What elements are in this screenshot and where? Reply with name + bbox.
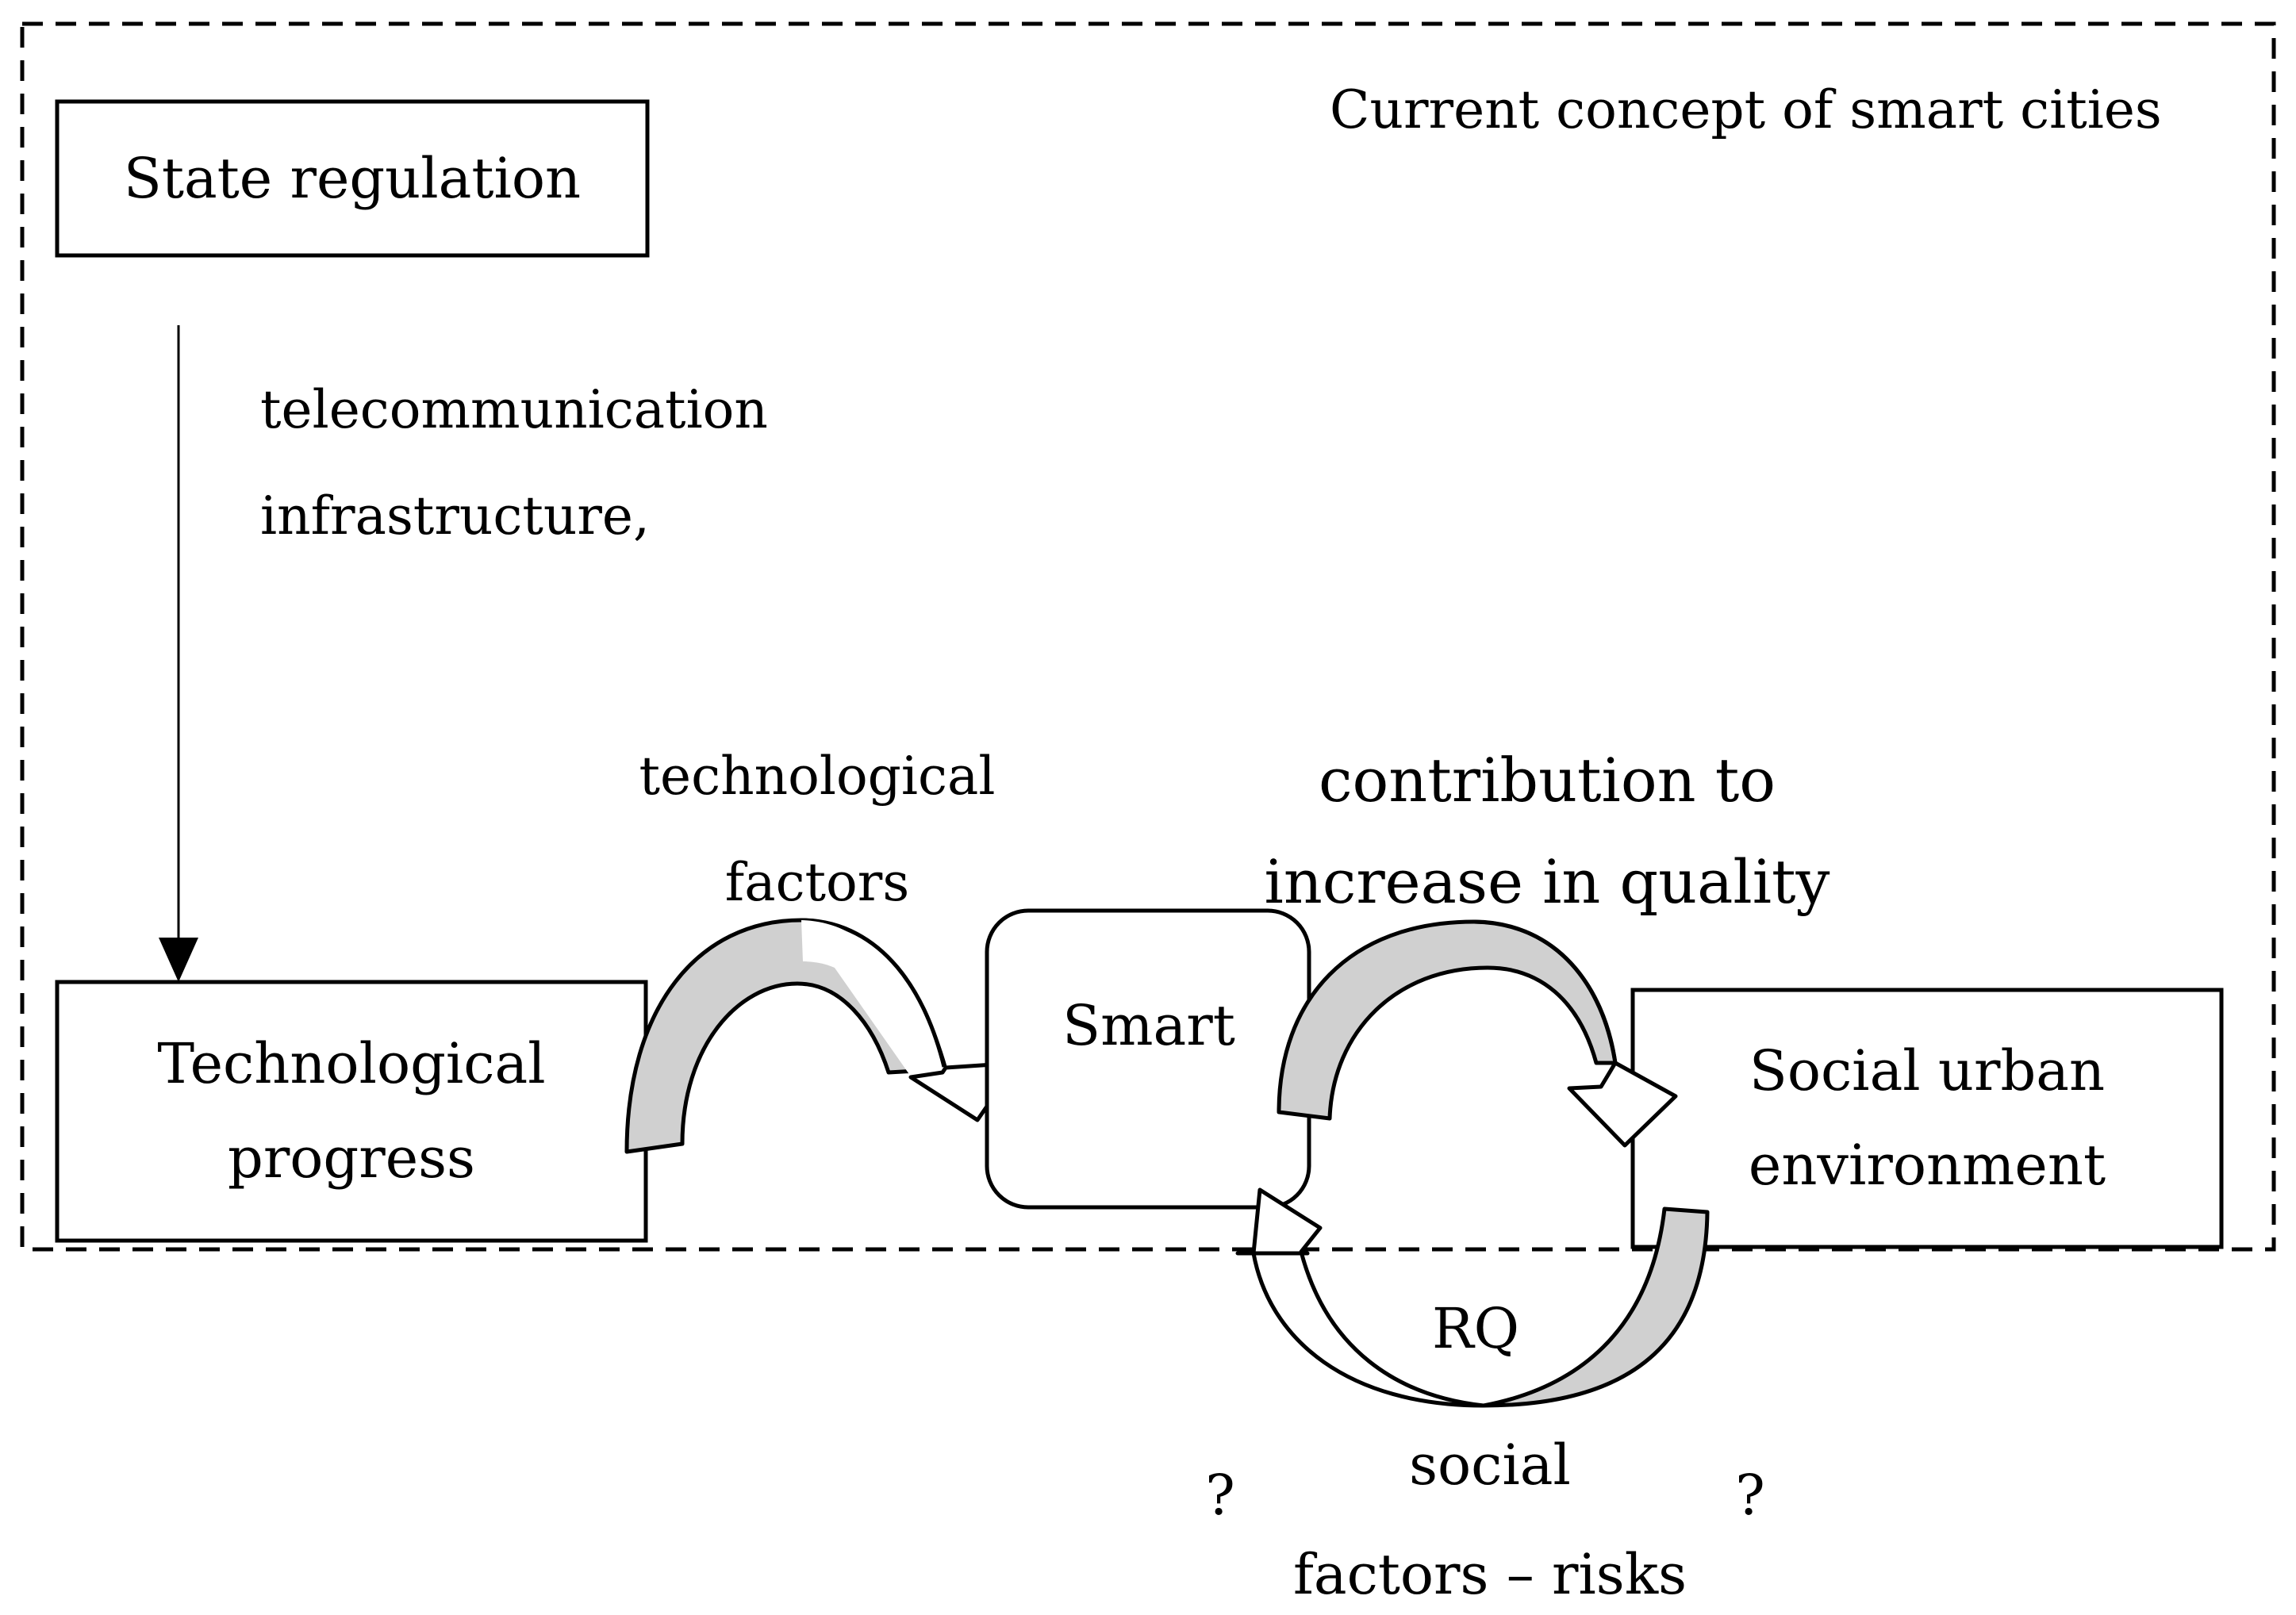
social-urban-environment-label: Social urban environment bbox=[1633, 990, 2221, 1247]
social-urban-environment-line-1: Social urban bbox=[1749, 1038, 2106, 1103]
rq-label: RQ bbox=[1431, 1296, 1520, 1361]
regulation-arrow-head bbox=[159, 938, 198, 982]
smart-to-social-arrow bbox=[1277, 919, 1678, 1148]
state-regulation-box bbox=[55, 99, 650, 258]
smart-label: Smart bbox=[1062, 993, 1235, 1058]
technological-progress-box bbox=[55, 980, 648, 1243]
question-mark-right: ? bbox=[1735, 1463, 1765, 1528]
social-urban-environment-line-2: environment bbox=[1748, 1133, 2106, 1198]
technological-progress-label: Technological progress bbox=[57, 982, 646, 1241]
tech-to-smart-arrow bbox=[624, 918, 1019, 1154]
social-to-smart-arrow bbox=[1235, 1187, 1710, 1408]
telecom-infrastructure-line-2: infrastructure, bbox=[260, 485, 650, 547]
contribution-line-1: contribution to bbox=[1318, 745, 1776, 815]
technological-progress-line-1: Technological bbox=[157, 1031, 546, 1096]
technological-factors-line-2: factors bbox=[724, 852, 910, 913]
contribution-line-2: increase in quality bbox=[1264, 846, 1830, 917]
question-mark-left: ? bbox=[1205, 1463, 1235, 1528]
telecom-infrastructure-line-1: telecommunication bbox=[260, 379, 768, 440]
state-regulation-label: State regulation bbox=[57, 102, 647, 255]
technological-factors-line-1: technological bbox=[639, 746, 996, 807]
smart-box bbox=[985, 908, 1311, 1210]
social-factors-line-1: social bbox=[1409, 1433, 1571, 1498]
state-regulation-text: State regulation bbox=[123, 145, 582, 211]
frame-title: Current concept of smart cities bbox=[1330, 79, 2162, 140]
technological-progress-line-2: progress bbox=[228, 1126, 475, 1191]
concept-frame bbox=[20, 21, 2276, 1252]
social-urban-environment-box bbox=[1630, 988, 2224, 1249]
social-factors-line-2: factors – risks bbox=[1292, 1542, 1687, 1607]
